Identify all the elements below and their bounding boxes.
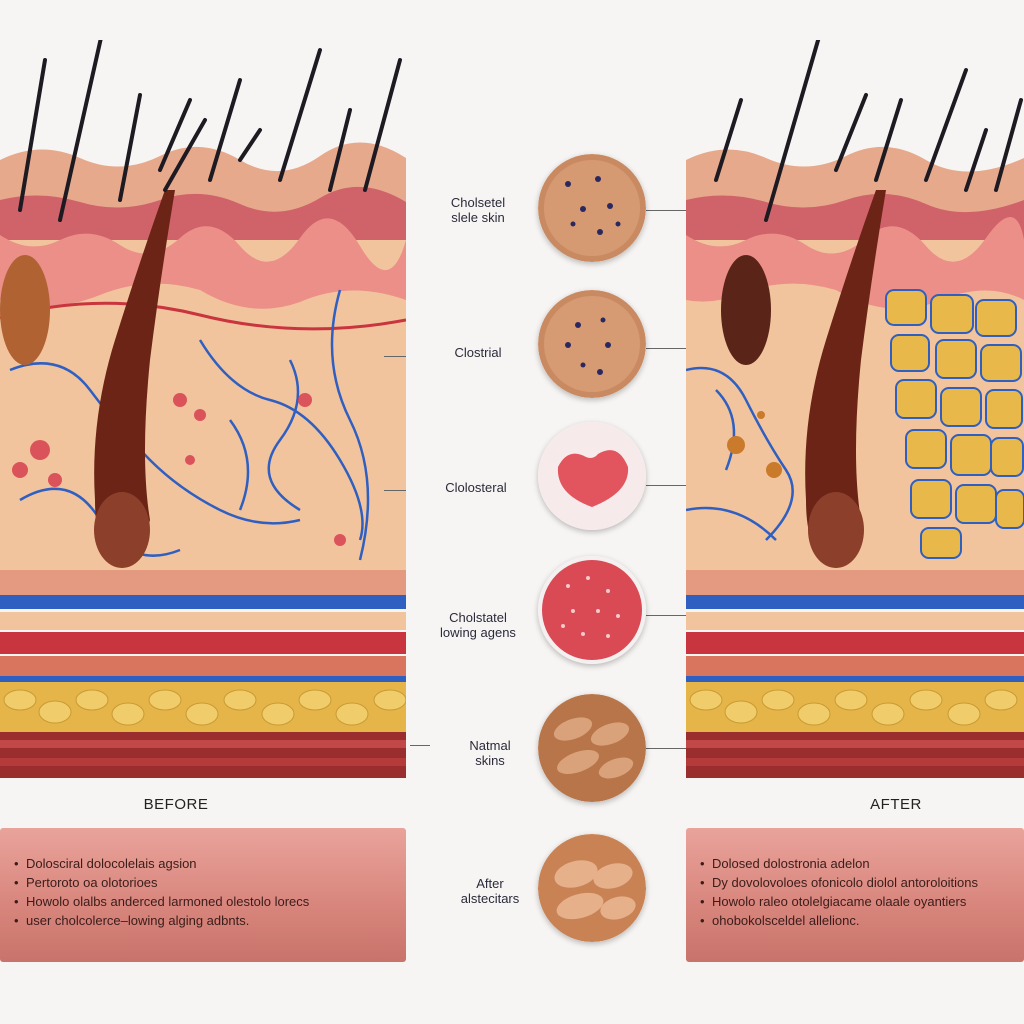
skin-sample-circle-2: [538, 290, 646, 398]
skin-sample-circle-1: [538, 154, 646, 262]
before-note-item: Howolo olalbs anderced larmoned olestolo…: [14, 892, 392, 911]
leader-line: [646, 210, 686, 211]
leader-line: [410, 745, 430, 746]
label-cholesterol-skin: Cholsetel slele skin: [450, 195, 506, 225]
after-note-item: Howolo raleo otolelgiacame olaale oyanti…: [700, 892, 1010, 911]
leader-line: [646, 615, 686, 616]
before-skin-illustration: [0, 40, 406, 778]
after-skin-illustration: [686, 40, 1024, 778]
before-note-item: user cholcolerce–lowing alging adbnts.: [14, 911, 392, 930]
after-caption: AFTER: [870, 796, 922, 813]
skin-sample-circle-4: [538, 556, 646, 664]
before-note-item: Pertoroto oa olotorioes: [14, 873, 392, 892]
after-note-item: Dolosed dolostronia adelon: [700, 854, 1010, 873]
label-cholesterol: Clolosteral: [445, 480, 507, 495]
leader-line: [646, 485, 686, 486]
leader-line: [384, 490, 406, 491]
skin-sample-circle-6: [538, 834, 646, 942]
leader-line: [646, 348, 686, 349]
before-notes-box: Dolosciral dolocolelais agsion Pertoroto…: [0, 828, 406, 962]
leader-line: [646, 748, 686, 749]
label-normal-skins: Natmal skins: [469, 738, 511, 768]
leader-line: [384, 356, 406, 357]
after-note-item: Dy dovolovoloes ofonicolo diolol antorol…: [700, 873, 1010, 892]
label-after-alstecitars: After alstecitars: [460, 876, 520, 906]
after-note-item: ohobokolsceldel allelionc.: [700, 911, 1010, 930]
skin-sample-circle-5: [538, 694, 646, 802]
label-clostrial: Clostrial: [454, 345, 502, 360]
before-caption: BEFORE: [143, 796, 209, 813]
skin-sample-circle-3: [538, 422, 646, 530]
label-cholesterol-lowering-agents: Cholstatel lowing agens: [440, 610, 516, 640]
before-note-item: Dolosciral dolocolelais agsion: [14, 854, 392, 873]
after-notes-box: Dolosed dolostronia adelon Dy dovolovolo…: [686, 828, 1024, 962]
